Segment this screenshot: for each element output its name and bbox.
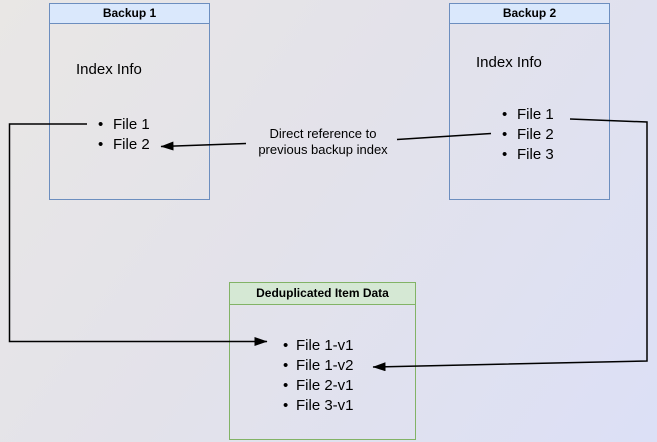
file-item: File 2-v1 — [283, 376, 354, 396]
direct-reference-annotation: Direct reference to previous backup inde… — [243, 126, 403, 158]
file-item: File 1-v1 — [283, 336, 354, 356]
file-item: File 1-v2 — [283, 356, 354, 376]
annotation-line: Direct reference to — [269, 126, 377, 141]
backup1-index-info-label: Index Info — [76, 61, 142, 78]
backup2-file-list: File 1 File 2 File 3 — [502, 105, 554, 165]
backup2-title: Backup 2 — [450, 4, 609, 24]
annotation-line: previous backup index — [258, 142, 388, 157]
file-item: File 2 — [98, 135, 150, 155]
file-item: File 2 — [502, 125, 554, 145]
file-item: File 3 — [502, 145, 554, 165]
backup2-box: Backup 2 Index Info File 1 File 2 File 3 — [449, 3, 610, 200]
file-item: File 1 — [502, 105, 554, 125]
dedup-store-title: Deduplicated Item Data — [230, 283, 415, 305]
backup2-index-info-label: Index Info — [476, 54, 542, 71]
dedup-store-box: Deduplicated Item Data File 1-v1 File 1-… — [229, 282, 416, 440]
file-item: File 1 — [98, 115, 150, 135]
backup1-title: Backup 1 — [50, 4, 209, 24]
backup1-file-list: File 1 File 2 — [98, 115, 150, 155]
dedup-file-list: File 1-v1 File 1-v2 File 2-v1 File 3-v1 — [283, 336, 354, 416]
file-item: File 3-v1 — [283, 396, 354, 416]
backup1-box: Backup 1 Index Info File 1 File 2 — [49, 3, 210, 200]
